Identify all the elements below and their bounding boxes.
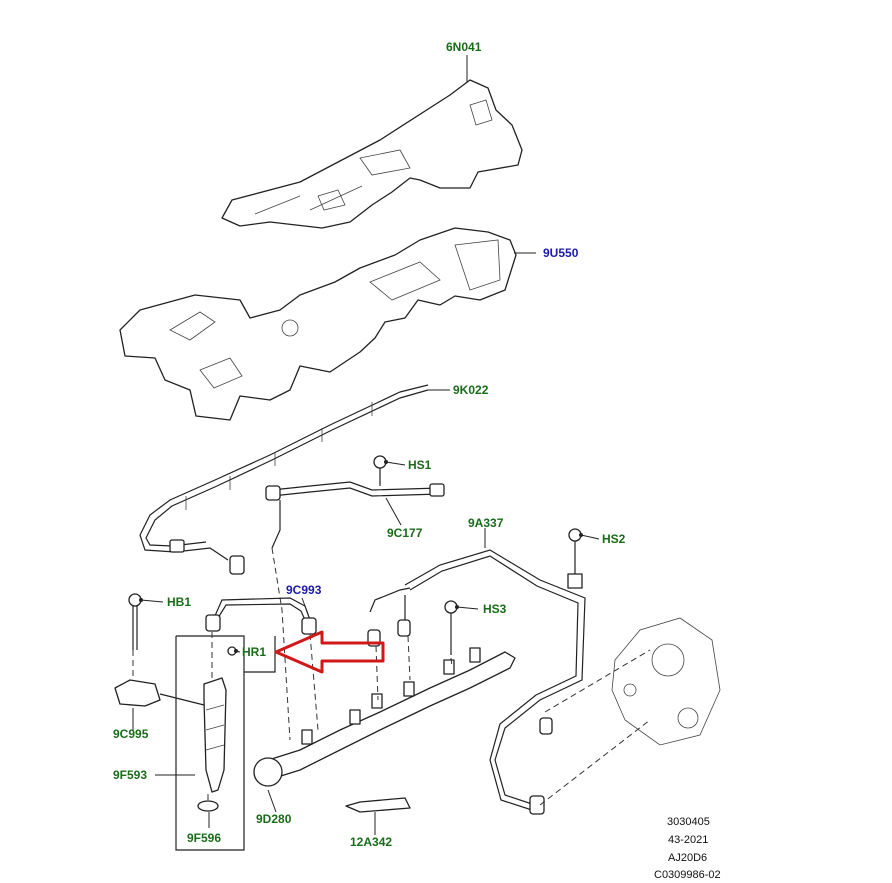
fuel-pump xyxy=(611,617,721,746)
highlight-arrow xyxy=(274,630,385,674)
glow-plug xyxy=(345,797,411,813)
label-9k022: 9K022 xyxy=(453,383,489,397)
label-hb1: HB1 xyxy=(167,595,191,609)
label-12a342: 12A342 xyxy=(350,835,392,849)
label-hs3: HS3 xyxy=(483,602,507,616)
engine-cover xyxy=(119,227,517,421)
label-9c993: 9C993 xyxy=(286,583,322,597)
label-9a337: 9A337 xyxy=(468,516,504,530)
label-pointers xyxy=(132,55,600,835)
drawing-reference: 3030405 43-2021 AJ20D6 C0309986-02 xyxy=(654,816,721,881)
label-9f596: 9F596 xyxy=(187,831,221,845)
reference-line-1: 3030405 xyxy=(667,816,710,828)
label-9c995: 9C995 xyxy=(113,727,149,741)
reference-line-3: AJ20D6 xyxy=(668,852,707,864)
bolt-hb1 xyxy=(128,593,142,650)
bolt-hs3 xyxy=(444,600,458,655)
label-9f593: 9F593 xyxy=(113,768,147,782)
reference-line-2: 43-2021 xyxy=(668,834,708,846)
label-dots xyxy=(139,460,583,653)
label-hs1: HS1 xyxy=(408,458,432,472)
upper-engine-cover xyxy=(221,79,523,229)
injector-detail-box xyxy=(175,635,276,851)
injector xyxy=(197,646,237,812)
label-9d280: 9D280 xyxy=(256,812,292,826)
label-hs2: HS2 xyxy=(602,532,626,546)
label-9c177: 9C177 xyxy=(387,526,423,540)
injector-clamp xyxy=(114,679,205,707)
return-pipe-assembly xyxy=(265,455,445,549)
label-hr1: HR1 xyxy=(242,645,266,659)
wiring-harness xyxy=(139,384,429,575)
leader-lines xyxy=(132,547,651,806)
label-9u550: 9U550 xyxy=(543,246,579,260)
fuel-rail xyxy=(253,647,516,787)
reference-line-4: C0309986-02 xyxy=(654,869,721,881)
label-6n041: 6N041 xyxy=(446,40,482,54)
